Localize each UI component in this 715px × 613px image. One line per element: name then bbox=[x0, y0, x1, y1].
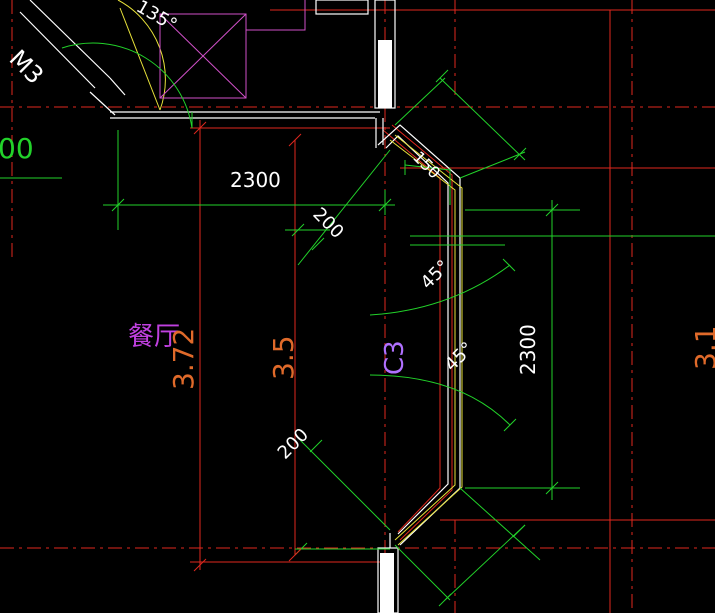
dim-2300-h-tick-left bbox=[111, 198, 125, 212]
bay-wall-inner bbox=[385, 135, 449, 535]
angle-arc-upper-tick bbox=[502, 258, 516, 272]
label-200-lower: 200 bbox=[274, 424, 313, 463]
dim-200-lower-tick1 bbox=[309, 439, 323, 453]
label-height-31: 3.1 bbox=[689, 325, 715, 370]
window-glazing bbox=[117, 0, 463, 546]
tick-room-top-left bbox=[193, 121, 207, 135]
dim-2300-v-tick-top bbox=[545, 203, 559, 217]
label-height-35: 3.5 bbox=[267, 335, 300, 380]
dim-200-lower-line bbox=[299, 439, 391, 531]
door-jamb-line1 bbox=[29, 0, 111, 79]
dim-850-top-ext2 bbox=[459, 151, 526, 179]
fixture-box-edge bbox=[246, 0, 306, 31]
wall-fill-bottom bbox=[380, 553, 394, 613]
dim-2300-v-tick-bottom bbox=[545, 481, 559, 495]
dim-200-upper-line bbox=[297, 149, 391, 266]
wall-fill-top bbox=[378, 40, 392, 108]
label-angle-lower: 45° bbox=[441, 338, 478, 375]
dim-850-bottom-tick2 bbox=[512, 524, 526, 538]
dim-850-bottom-tick1 bbox=[438, 593, 452, 607]
angle-arc-upper bbox=[369, 264, 511, 316]
dim-200-upper-tick2 bbox=[311, 237, 325, 251]
label-2300-horizontal: 2300 bbox=[230, 168, 281, 192]
dimension-lines bbox=[0, 42, 715, 607]
labels: 2300 200 150 2300 45° 45° 200 135° M3 C3… bbox=[0, 0, 715, 464]
dim-200-upper-tick1 bbox=[291, 223, 305, 237]
wall-fills bbox=[378, 40, 394, 613]
label-partial-left: 00 bbox=[0, 132, 34, 165]
dim-850-bottom-ext2 bbox=[459, 487, 541, 561]
bay-window-red-outline-outer bbox=[391, 124, 453, 541]
door-leaf bbox=[119, 7, 161, 111]
label-angle-135: 135° bbox=[133, 0, 181, 36]
walls bbox=[19, 0, 461, 613]
dim-850-bottom-line bbox=[444, 524, 526, 601]
dim-850-top-line bbox=[439, 77, 526, 161]
dim-850-bottom-ext bbox=[394, 544, 451, 601]
glazing-line-1 bbox=[389, 139, 456, 541]
dim-2300-h-tick-right bbox=[378, 198, 392, 212]
label-height-372: 3.72 bbox=[167, 328, 200, 390]
label-window-c3: C3 bbox=[380, 340, 410, 375]
glazing-line-2 bbox=[394, 134, 463, 546]
top-fixture-rect bbox=[315, 0, 369, 15]
label-2300-vertical: 2300 bbox=[516, 324, 540, 375]
dim-850-top-tick1 bbox=[435, 69, 449, 83]
door-jamb-line3 bbox=[89, 91, 116, 116]
tick-inner-bottom bbox=[288, 548, 302, 562]
door-jamb-line4 bbox=[109, 77, 126, 96]
fixture-box bbox=[159, 0, 306, 99]
tick-room-bottom-left bbox=[193, 558, 207, 572]
label-room-name: 餐厅 bbox=[128, 322, 180, 352]
wall-column-bottom bbox=[377, 547, 399, 613]
door-jamb-line2 bbox=[19, 11, 96, 89]
angle-arc-lower-tick bbox=[503, 418, 517, 432]
dim-door-arc bbox=[61, 42, 193, 129]
tick-inner-top bbox=[288, 133, 302, 147]
angle-arc-lower bbox=[369, 374, 511, 426]
dim-850-top-ext1 bbox=[394, 77, 446, 126]
label-door-m3: M3 bbox=[4, 44, 49, 89]
fixture-box-rect bbox=[159, 13, 247, 99]
dim-150-line bbox=[404, 164, 451, 171]
bay-window-red-outline bbox=[382, 129, 441, 533]
